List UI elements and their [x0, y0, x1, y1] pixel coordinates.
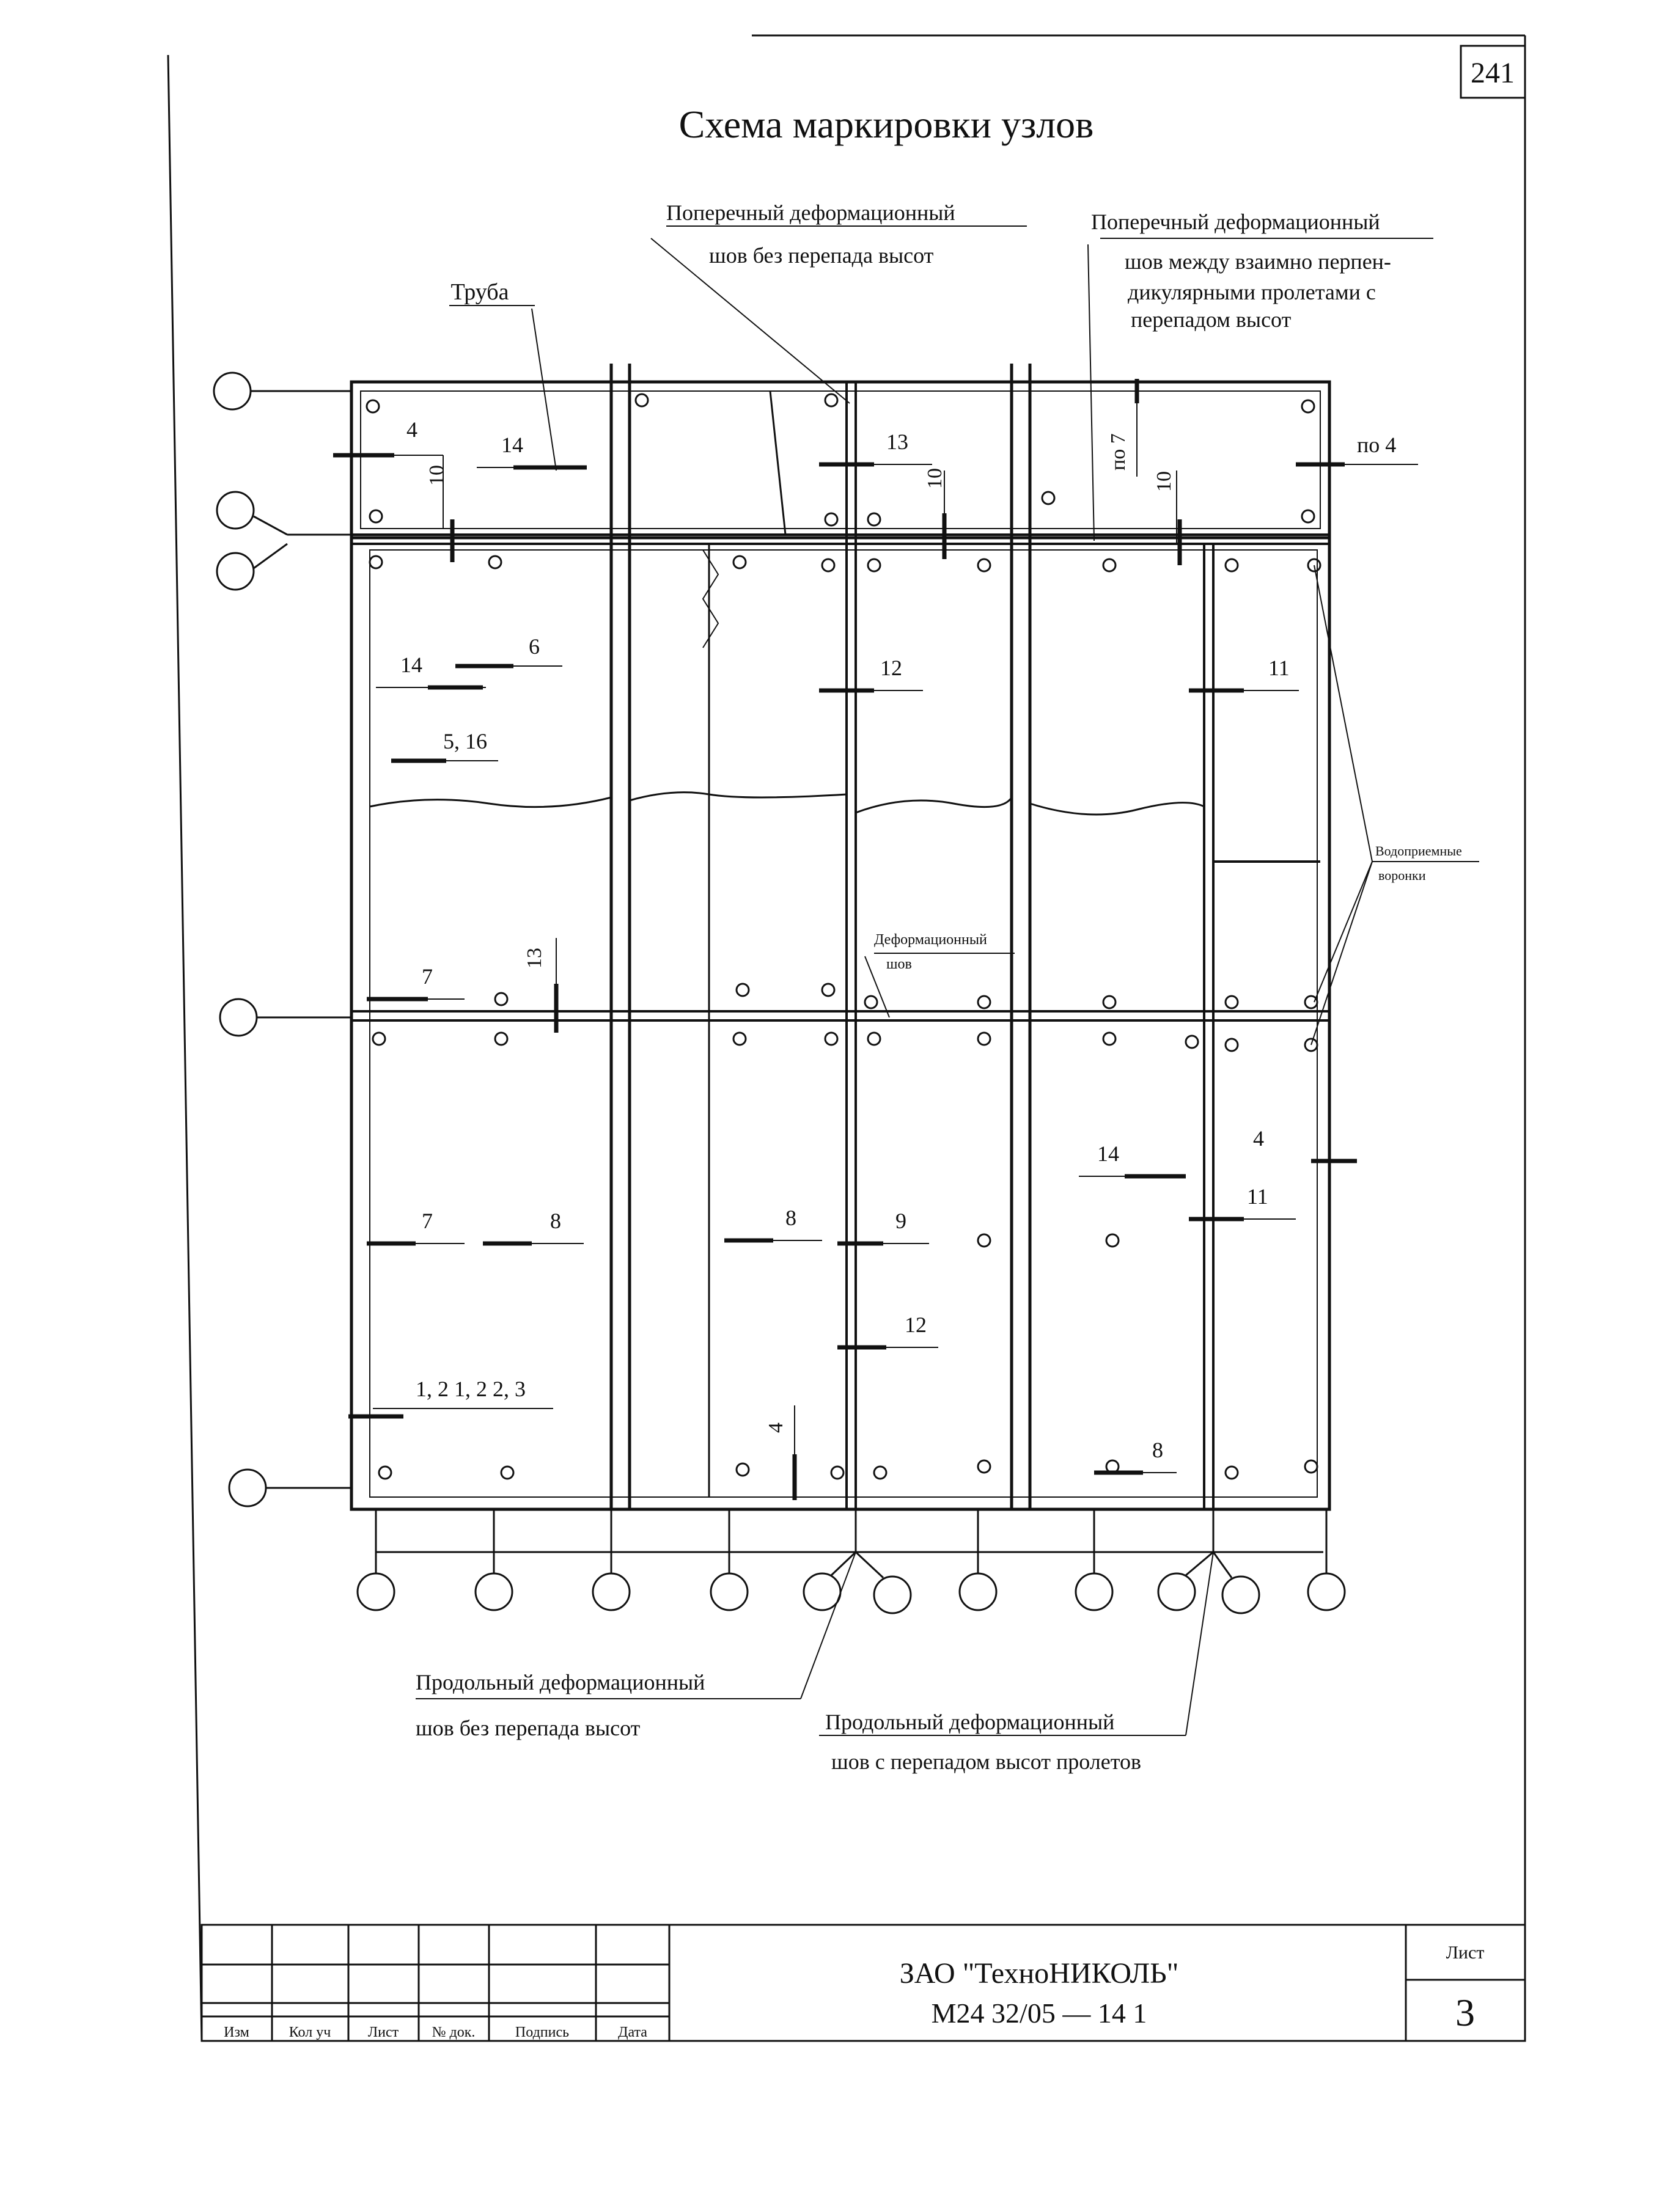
node-mark: 13: [523, 948, 546, 969]
node-mark: 4: [765, 1423, 787, 1433]
drain-points: [366, 393, 1321, 1480]
sheet-number: 3: [1455, 1991, 1475, 2034]
header-cell: Изм: [224, 2024, 249, 2040]
page-number-box: 241: [1460, 45, 1526, 99]
transverse-no-drop-label-2: шов без перепада высот: [709, 243, 934, 268]
longitudinal-drop-label-2: шов с перепадом высот пролетов: [831, 1749, 1141, 1774]
node-mark: 5, 16: [443, 729, 487, 753]
node-mark: 1, 2 1, 2 2, 3: [416, 1377, 526, 1401]
transverse-perp-label-1: Поперечный деформационный: [1091, 210, 1380, 234]
sheet-frame: [167, 34, 1526, 2042]
node-mark: 4: [406, 417, 417, 442]
sheet-label: Лист: [1446, 1943, 1485, 1963]
node-mark: по 4: [1357, 433, 1396, 457]
node-mark: 8: [1152, 1438, 1163, 1462]
callout-leaders: [416, 225, 1479, 1736]
left-axis-bubbles: [213, 372, 351, 1507]
longitudinal-no-drop-label-1: Продольный деформационный: [416, 1670, 705, 1694]
node-marks: 4 14 10 13 10 по 7 10 по 4 6 14 5, 16 12…: [400, 417, 1396, 1462]
longitudinal-no-drop-label-2: шов без перепада высот: [416, 1716, 641, 1740]
header-cell: № док.: [432, 2024, 476, 2040]
node-mark: 14: [1097, 1141, 1119, 1166]
node-mark: 10: [924, 468, 946, 489]
drains-label-1: Водоприемные: [1375, 843, 1462, 859]
header-cell: Лист: [368, 2024, 399, 2040]
page-number: 241: [1471, 57, 1515, 89]
node-mark: 12: [880, 656, 902, 680]
node-mark: 11: [1268, 656, 1290, 680]
node-mark: 13: [886, 430, 908, 454]
transverse-no-drop-label-1: Поперечный деформационный: [666, 200, 955, 225]
node-mark: 10: [425, 465, 448, 486]
transverse-perp-label-2: шов между взаимно перпен-: [1125, 249, 1391, 274]
drains-label-2: воронки: [1378, 868, 1426, 883]
node-mark: 7: [422, 1209, 433, 1233]
joint-label-1: Деформационный: [874, 932, 987, 948]
joint-label-2: шов: [886, 956, 912, 972]
header-cell: Подпись: [515, 2024, 569, 2040]
company-name: ЗАО "ТехноНИКОЛЬ": [900, 1957, 1179, 1990]
node-mark: 12: [905, 1313, 927, 1337]
node-mark: 4: [1253, 1126, 1264, 1151]
transverse-perp-label-3: дикулярными пролетами с: [1128, 280, 1376, 304]
node-mark: 8: [785, 1206, 796, 1230]
node-mark: по 7: [1107, 433, 1130, 471]
document-code: М24 32/05 — 14 1: [932, 1998, 1147, 2029]
node-mark: 7: [422, 964, 433, 989]
node-mark: 14: [400, 653, 422, 677]
header-cell: Кол уч: [289, 2024, 331, 2040]
node-mark: 6: [529, 634, 540, 659]
callout-texts: Труба Поперечный деформационный шов без …: [416, 200, 1462, 1774]
node-mark: 14: [501, 433, 523, 457]
node-ticks: [333, 379, 1357, 1500]
pipe-label: Труба: [451, 279, 509, 305]
bottom-axis-bubbles: [356, 1509, 1346, 1614]
header-cell: Дата: [618, 2024, 647, 2040]
page-title: Схема маркировки узлов: [679, 103, 1094, 146]
roof-plan: [350, 364, 1331, 1511]
node-mark: 8: [550, 1209, 561, 1233]
node-mark: 11: [1247, 1184, 1268, 1209]
node-mark: 9: [895, 1209, 906, 1233]
transverse-perp-label-4: перепадом высот: [1131, 307, 1292, 332]
title-block: Изм Кол уч Лист № док. Подпись Дата ЗАО …: [200, 1924, 1526, 2042]
longitudinal-drop-label-1: Продольный деформационный: [825, 1710, 1114, 1734]
node-mark: 10: [1153, 471, 1175, 492]
